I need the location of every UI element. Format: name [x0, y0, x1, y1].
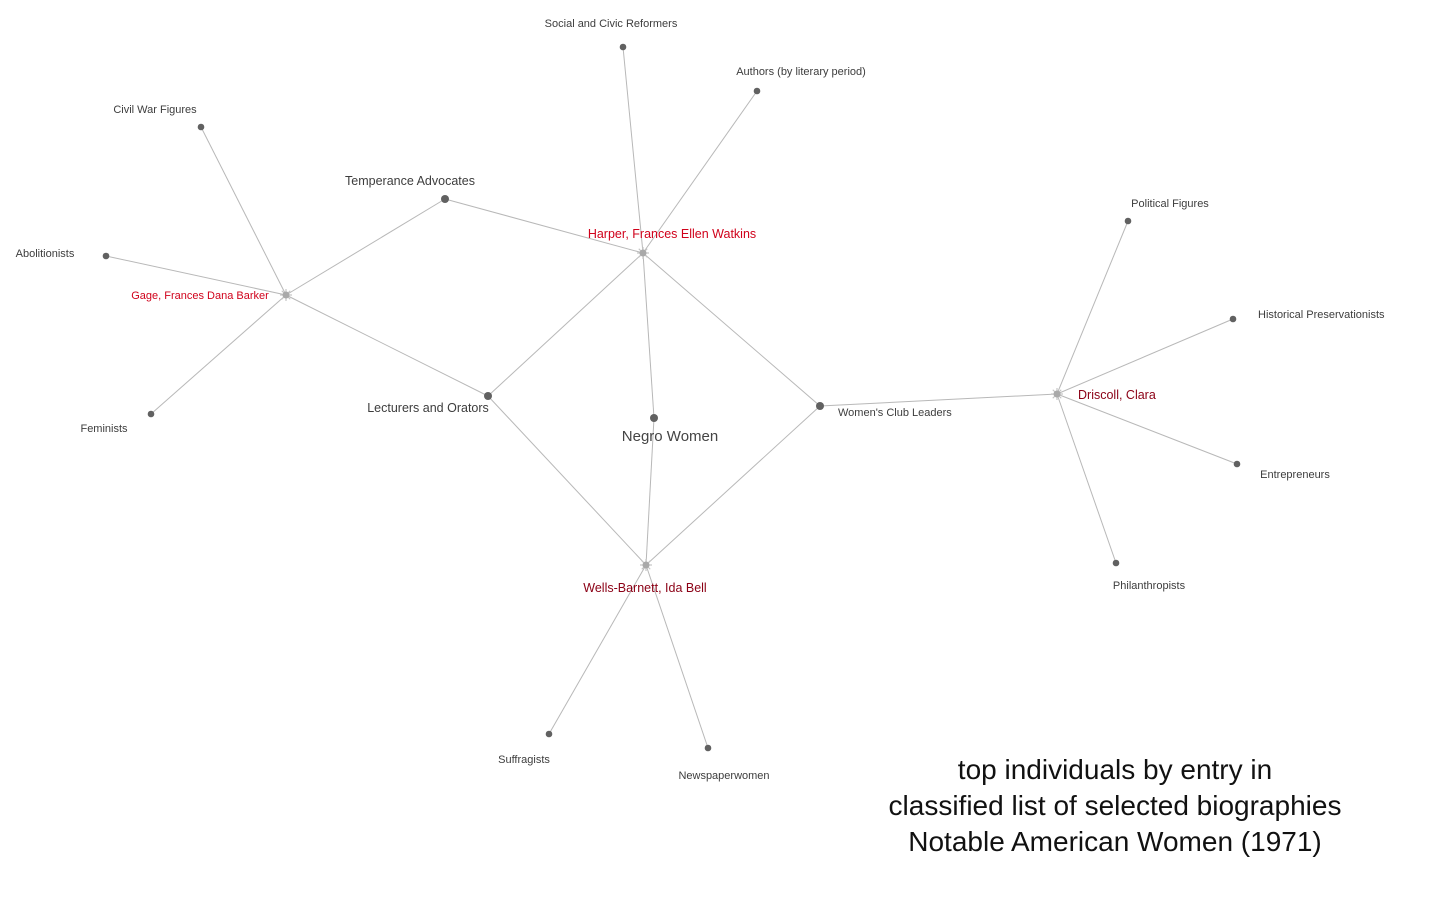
node-gage-marker [280, 289, 292, 301]
node-civil-war-label: Civil War Figures [113, 104, 197, 116]
node-harper-label: Harper, Frances Ellen Watkins [588, 227, 756, 241]
node-preservationists-label: Historical Preservationists [1258, 309, 1385, 321]
node-political-label: Political Figures [1131, 198, 1209, 210]
node-suffragists-label: Suffragists [498, 754, 550, 766]
edge-harper-to-authors [642, 90, 758, 254]
node-entrepreneurs-dot [1233, 460, 1241, 468]
edge-driscoll-to-womens-club [819, 393, 1058, 407]
node-philanthropists-dot [1112, 559, 1120, 567]
node-philanthropists-label: Philanthropists [1113, 580, 1186, 592]
node-preservationists-dot [1229, 315, 1237, 323]
node-authors-label: Authors (by literary period) [736, 66, 866, 78]
edge-wells-to-newspaperwomen [645, 564, 709, 749]
node-abolitionists-label: Abolitionists [16, 248, 75, 260]
caption-line-1: top individuals by entry in [957, 754, 1273, 785]
edge-wells-to-womens-club [645, 405, 821, 566]
node-harper-marker [637, 247, 649, 259]
node-lecturers-label: Lecturers and Orators [367, 401, 489, 415]
node-driscoll-label: Driscoll, Clara [1078, 388, 1156, 402]
edge-gage-to-civil-war [200, 126, 287, 296]
caption-line-3: Notable American Women (1971) [908, 826, 1322, 857]
edge-wells-to-negro-women [645, 417, 655, 566]
node-womens-club-dot [816, 402, 824, 410]
nodes-layer [102, 43, 1241, 752]
graph-caption: top individuals by entry in classified l… [845, 752, 1385, 860]
edge-harper-to-negro-women [642, 252, 655, 419]
node-lecturers-dot [484, 392, 492, 400]
edge-driscoll-to-political [1056, 220, 1129, 395]
edge-wells-to-lecturers [487, 395, 647, 566]
edge-harper-to-womens-club [642, 252, 821, 407]
edge-wells-to-suffragists [548, 564, 647, 735]
node-entrepreneurs-label: Entrepreneurs [1260, 469, 1330, 481]
caption-line-2: classified list of selected biographies [888, 790, 1342, 821]
edge-gage-to-abolitionists [105, 255, 287, 296]
node-driscoll-marker [1051, 388, 1063, 400]
edge-gage-to-lecturers [285, 294, 489, 397]
node-gage-label: Gage, Frances Dana Barker [131, 290, 269, 302]
node-political-dot [1124, 217, 1132, 225]
edge-driscoll-to-entrepreneurs [1056, 393, 1238, 465]
node-wells-marker [640, 559, 652, 571]
node-social-reformers-label: Social and Civic Reformers [545, 18, 678, 30]
node-abolitionists-dot [102, 252, 110, 260]
node-newspaperwomen-label: Newspaperwomen [678, 770, 769, 782]
edges-layer [105, 46, 1238, 749]
node-womens-club-label: Women's Club Leaders [838, 407, 952, 419]
edge-gage-to-temperance [285, 198, 446, 296]
edge-driscoll-to-preservationists [1056, 318, 1234, 395]
node-authors-dot [753, 87, 761, 95]
node-temperance-label: Temperance Advocates [345, 174, 475, 188]
edge-harper-to-temperance [444, 198, 644, 254]
node-suffragists-dot [545, 730, 553, 738]
node-negro-women-dot [650, 414, 658, 422]
edge-driscoll-to-philanthropists [1056, 393, 1117, 564]
node-wells-label: Wells-Barnett, Ida Bell [583, 581, 706, 595]
node-feminists-label: Feminists [80, 423, 128, 435]
node-newspaperwomen-dot [704, 744, 712, 752]
node-civil-war-dot [197, 123, 205, 131]
edge-harper-to-social-reformers [622, 46, 644, 254]
edge-gage-to-feminists [150, 294, 287, 415]
node-negro-women-label: Negro Women [622, 428, 718, 445]
node-social-reformers-dot [619, 43, 627, 51]
node-feminists-dot [147, 410, 155, 418]
node-temperance-dot [441, 195, 449, 203]
edge-harper-to-lecturers [487, 252, 644, 397]
